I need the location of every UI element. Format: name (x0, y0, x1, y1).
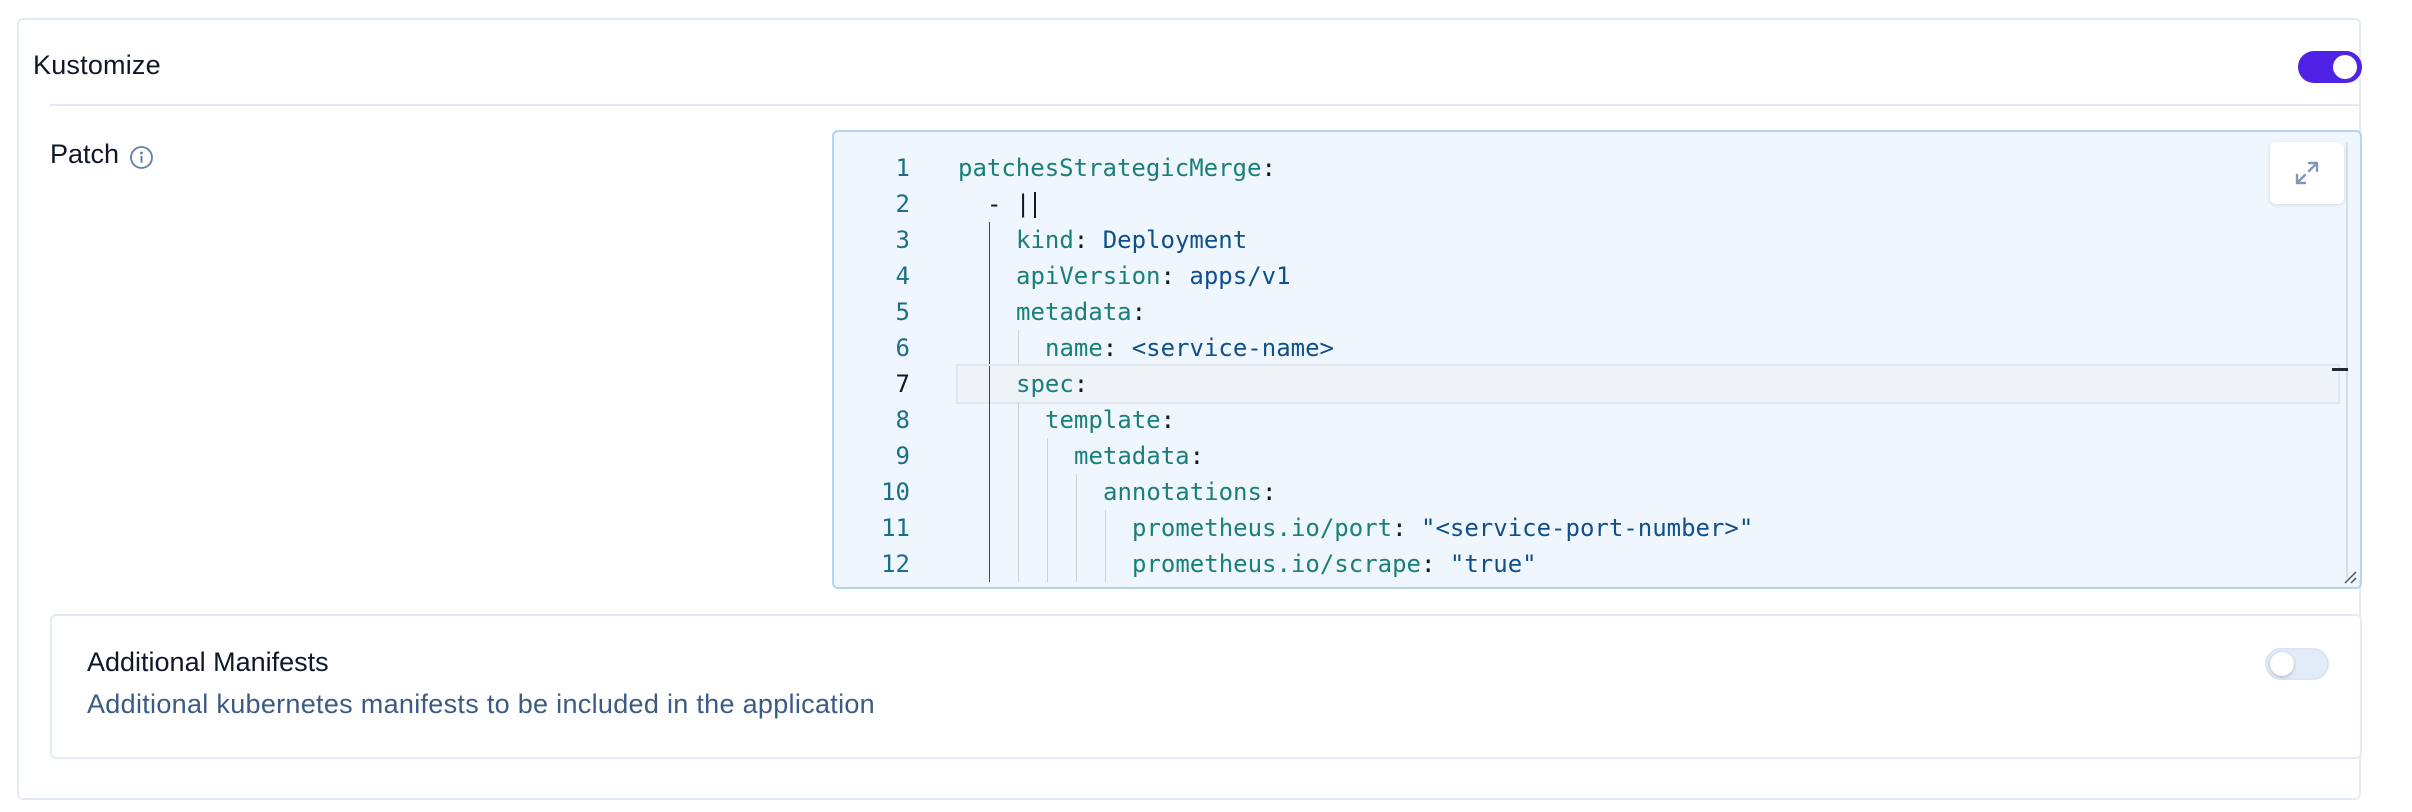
line-number: 8 (895, 406, 910, 434)
indent-guide (989, 402, 990, 438)
patch-label: Patch (50, 139, 120, 169)
code-punct: : (1073, 370, 1089, 398)
line-number: 4 (895, 262, 910, 290)
code-key: patchesStrategicMerge (958, 154, 1262, 182)
indent-guide (1105, 546, 1106, 582)
code-punct: : (1261, 154, 1276, 182)
code-line: patchesStrategicMerge: (958, 150, 2338, 186)
line-number: 2 (895, 190, 910, 218)
section-divider (50, 104, 2360, 106)
code-value: "<service-port-number>" (1421, 514, 1754, 542)
code-key: template (1045, 406, 1161, 434)
code-key: apiVersion (1016, 262, 1161, 290)
code-line: apiVersion: apps/v1 (958, 258, 2338, 294)
code-line: annotations: (958, 474, 2338, 510)
indent-guide (989, 474, 990, 510)
indent-guide (1047, 546, 1048, 582)
code-line: prometheus.io/port: "<service-port-numbe… (958, 510, 2338, 546)
kustomize-toggle[interactable] (2298, 51, 2362, 83)
code-key: annotations (1103, 478, 1262, 506)
line-number: 10 (881, 478, 910, 506)
expand-icon (2295, 161, 2319, 185)
code-value: "true" (1449, 550, 1537, 578)
code-line: prometheus.io/scrape: "true" (958, 546, 2338, 582)
indent-guide (1076, 546, 1077, 582)
code-punct: : (1261, 478, 1277, 506)
indent-guide (1105, 510, 1106, 546)
indent-guide (1018, 474, 1019, 510)
code-value: <service-name> (1131, 334, 1334, 362)
additional-manifests-title: Additional Manifests (87, 647, 329, 677)
line-number: 3 (895, 226, 910, 254)
indent-guide (989, 222, 990, 258)
additional-manifests-description: Additional kubernetes manifests to be in… (87, 689, 875, 719)
indent-guide (1047, 510, 1048, 546)
resize-grip-icon[interactable] (2341, 568, 2357, 584)
indent-guide (989, 546, 990, 582)
indent-guide (989, 438, 990, 474)
code-key: prometheus.io/scrape (1132, 550, 1421, 578)
code-line: metadata: (958, 438, 2338, 474)
editor-scrollbar[interactable] (2332, 142, 2348, 578)
code-punct: : (1392, 514, 1421, 542)
additional-manifests-toggle[interactable] (2265, 648, 2329, 680)
text-cursor (1034, 192, 1037, 218)
code-line: metadata: (958, 294, 2338, 330)
indent-guide (989, 330, 990, 366)
code-key: name (1045, 334, 1103, 362)
code-line: kind: Deployment (958, 222, 2338, 258)
code-value: Deployment (1102, 226, 1248, 254)
kustomize-title: Kustomize (33, 50, 161, 80)
indent-guide (1047, 438, 1048, 474)
line-number: 6 (895, 334, 910, 362)
indent-guide (989, 366, 990, 402)
indent-guide (989, 294, 990, 330)
code-line: template: (958, 402, 2338, 438)
code-key: kind (1016, 226, 1074, 254)
code-line: - | (958, 186, 2338, 222)
line-number: 11 (881, 514, 910, 542)
additional-manifests-card: Additional Manifests Additional kubernet… (50, 614, 2362, 759)
indent-guide (989, 510, 990, 546)
info-icon[interactable] (129, 145, 154, 170)
code-content[interactable]: patchesStrategicMerge: - | kind: Deploymen… (956, 150, 2340, 582)
code-key: spec (1016, 370, 1074, 398)
code-line: spec: (956, 364, 2340, 404)
code-punct: : (1189, 442, 1205, 470)
indent-guide (1047, 474, 1048, 510)
indent-guide (989, 258, 990, 294)
line-number: 1 (895, 154, 910, 182)
code-punct: : (1073, 226, 1103, 254)
code-key: prometheus.io/port (1132, 514, 1393, 542)
code-punct: : (1102, 334, 1132, 362)
line-number: 5 (895, 298, 910, 326)
code-punct: : (1160, 262, 1190, 290)
indent-guide (1018, 546, 1019, 582)
expand-editor-button[interactable] (2270, 142, 2344, 204)
code-key: metadata (1016, 298, 1132, 326)
toggle-knob (2333, 55, 2357, 79)
indent-guide (1018, 330, 1019, 366)
code-value: apps/v1 (1189, 262, 1291, 290)
indent-guide (1018, 402, 1019, 438)
scroll-position-marker (2332, 368, 2348, 371)
indent-guide (1018, 510, 1019, 546)
line-number: 12 (881, 550, 910, 578)
line-number: 7 (895, 370, 910, 398)
code-punct: : (1131, 298, 1147, 326)
code-punct: : (1160, 406, 1176, 434)
code-punct: - | (987, 190, 1031, 218)
toggle-knob (2270, 652, 2294, 676)
indent-guide (1076, 510, 1077, 546)
code-key: metadata (1074, 442, 1190, 470)
code-line: name: <service-name> (958, 330, 2338, 366)
patch-field-label: Patch (50, 139, 154, 170)
indent-guide (1076, 474, 1077, 510)
indent-guide (1018, 438, 1019, 474)
line-number: 9 (895, 442, 910, 470)
code-punct: : (1420, 550, 1450, 578)
